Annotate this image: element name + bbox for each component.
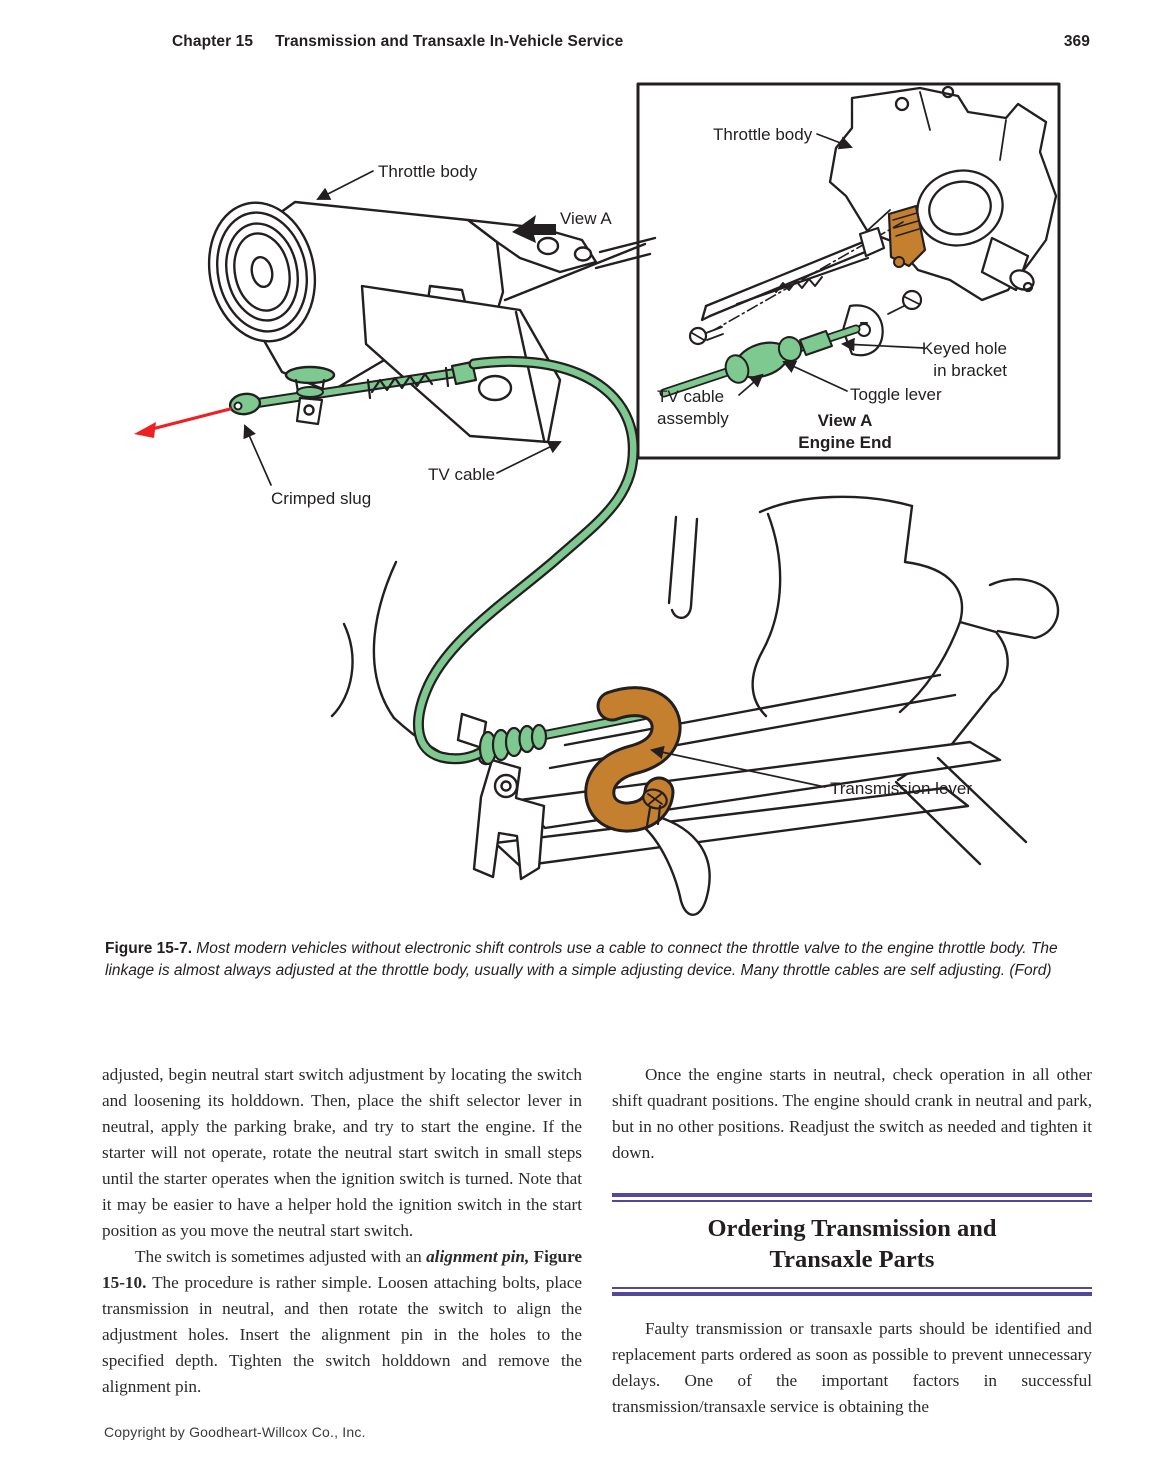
main-drawing (134, 170, 1060, 916)
inset-border (636, 82, 1061, 460)
inset-adjuster-bracket (887, 204, 927, 268)
heading-rule-bottom-thin (612, 1287, 1092, 1289)
view-a-arrow-icon (512, 215, 556, 243)
heading-rule-top-thin (612, 1200, 1092, 1202)
left-p2-figure-ref: Figure 15-10. (102, 1247, 583, 1292)
label-view-a-main: View A (560, 209, 612, 228)
tv-cable-rod-assembly (228, 360, 478, 426)
figure-caption: Figure 15-7. Most modern vehicles withou… (105, 938, 1095, 982)
rod-spring (370, 372, 434, 394)
transmission-case (330, 495, 1060, 916)
inset-leaders (738, 133, 925, 396)
left-column: adjusted, begin neutral start switch adj… (102, 1062, 582, 1400)
left-p2-alignment-pin: alignment pin, (426, 1247, 534, 1266)
inset-linkage (688, 226, 923, 357)
label-tv-cable-assembly-1: TV cable (657, 387, 724, 406)
left-paragraph-2: The switch is sometimes adjusted with an… (102, 1244, 582, 1400)
pull-direction-arrow (134, 407, 232, 438)
right-column: Once the engine starts in neutral, check… (612, 1062, 1092, 1420)
label-inset-engine-end: Engine End (798, 433, 892, 452)
figure-15-7-illustration: Throttle body View A TV cable Crimped sl… (134, 82, 1061, 916)
page-number: 369 (1063, 33, 1090, 50)
heading-rule-top-thick (612, 1193, 1092, 1197)
left-p2-text-2: The procedure is rather simple. Loosen a… (102, 1273, 582, 1396)
transmission-lever-part (584, 686, 682, 833)
copyright-line: Copyright by Goodheart-Willcox Co., Inc. (104, 1424, 366, 1440)
label-keyed-hole-1: Keyed hole (922, 339, 1007, 358)
figure-caption-label: Figure 15-7. (105, 940, 192, 957)
section-heading-block: Ordering Transmission and Transaxle Part… (612, 1193, 1092, 1296)
crimped-slug-part (228, 392, 262, 416)
heading-rule-bottom-thick (612, 1292, 1092, 1296)
label-toggle-lever: Toggle lever (850, 385, 942, 404)
section-heading: Ordering Transmission and Transaxle Part… (707, 1215, 997, 1273)
main-leaders (243, 170, 826, 788)
right-paragraph-1: Once the engine starts in neutral, check… (612, 1065, 1092, 1162)
chapter-title: Transmission and Transaxle In-Vehicle Se… (275, 33, 624, 50)
label-keyed-hole-2: in bracket (933, 361, 1007, 380)
label-tv-cable: TV cable (428, 465, 495, 484)
left-p2-text-1: The switch is sometimes adjusted with an (135, 1247, 427, 1266)
label-inset-view-a: View A (818, 411, 873, 430)
chapter-number: Chapter 15 (172, 33, 254, 50)
label-crimped-slug: Crimped slug (271, 489, 371, 508)
left-paragraph-1: adjusted, begin neutral start switch adj… (102, 1065, 582, 1240)
inset-view-a (636, 82, 1061, 460)
inset-throttle-body (828, 85, 1058, 302)
label-transmission-lever: Transmission lever (830, 779, 972, 798)
tv-cable-loop (412, 355, 639, 765)
right-paragraph-2: Faulty transmission or transaxle parts s… (612, 1319, 1092, 1416)
label-throttle-body-main: Throttle body (378, 162, 478, 181)
label-tv-cable-assembly-2: assembly (657, 409, 729, 428)
air-intake-rings (207, 201, 317, 343)
figure-caption-text: Most modern vehicles without electronic … (105, 940, 1058, 979)
label-inset-throttle-body: Throttle body (713, 125, 813, 144)
inset-tv-cable-assembly (659, 324, 861, 398)
running-head: Chapter 15 Transmission and Transaxle In… (172, 33, 1090, 51)
